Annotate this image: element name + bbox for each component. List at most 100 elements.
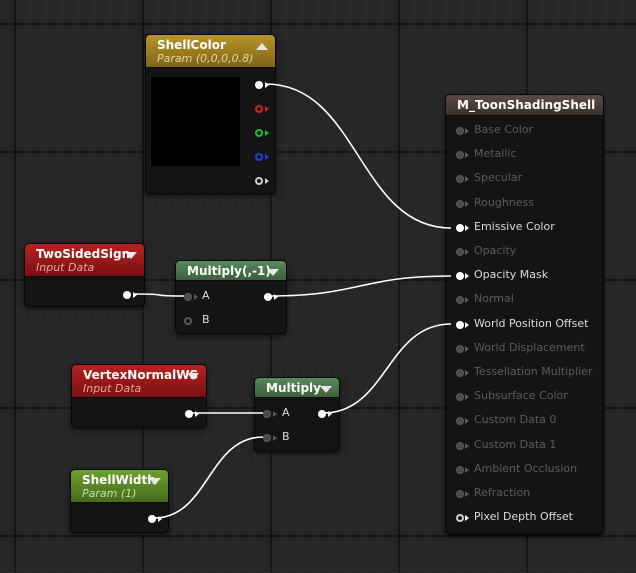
input-b-label: B — [282, 430, 290, 443]
material-input-pin[interactable] — [456, 393, 464, 402]
node-title: VertexNormalWS — [83, 368, 199, 382]
multiply-neg-node[interactable]: Multiply(,-1) A B — [175, 260, 287, 334]
material-input-pin[interactable] — [456, 344, 464, 353]
collapse-arrow-icon[interactable] — [149, 478, 161, 485]
material-input-label: Opacity — [474, 244, 517, 257]
node-subtitle: Input Data — [36, 261, 95, 274]
material-input-label: Ambient Occlusion — [474, 461, 578, 475]
collapse-arrow-icon[interactable] — [187, 373, 199, 380]
pin-arrow-icon — [465, 249, 469, 255]
pin-arrow-icon — [465, 515, 469, 522]
multiply-node[interactable]: Multiply A B — [254, 377, 340, 452]
collapse-arrow-icon[interactable] — [320, 386, 332, 393]
node-subtitle: Param (0,0,0,0.8) — [157, 52, 254, 65]
pin-arrow-icon — [273, 435, 277, 441]
material-input-pin[interactable] — [456, 296, 464, 305]
vertexnormalws-node[interactable]: VertexNormalWS Input Data — [71, 364, 207, 428]
output-pin[interactable] — [185, 410, 193, 418]
pin-arrow-icon — [465, 394, 469, 401]
collapse-arrow-icon[interactable] — [267, 269, 279, 276]
input-b-pin[interactable] — [263, 434, 271, 442]
shellwidth-param-node[interactable]: ShellWidth Param (1) — [70, 469, 169, 533]
vertexnormalws-node-header[interactable]: VertexNormalWS Input Data — [72, 365, 206, 398]
material-input-pin[interactable] — [456, 272, 464, 281]
pin-arrow-icon — [195, 411, 199, 417]
material-input-pin[interactable] — [456, 199, 464, 208]
multiply-node-header[interactable]: Multiply — [255, 378, 339, 398]
alpha-output-pin[interactable] — [255, 177, 263, 185]
material-input-pin[interactable] — [456, 175, 464, 184]
pin-arrow-icon — [465, 200, 469, 207]
multiply-neg-node-header[interactable]: Multiply(,-1) — [176, 261, 286, 281]
material-input-pin[interactable] — [456, 441, 464, 450]
input-b-pin[interactable] — [184, 317, 192, 325]
material-input-pin[interactable] — [456, 248, 464, 256]
material-input-label: World Displacement — [474, 340, 585, 354]
shellcolor-node-header[interactable]: ShellColor Param (0,0,0,0.8) — [146, 35, 275, 68]
input-a-label: A — [202, 289, 210, 302]
node-subtitle: Input Data — [83, 382, 142, 395]
material-input-label: Specular — [474, 171, 523, 185]
red-output-pin[interactable] — [255, 105, 263, 113]
shellwidth-node-header[interactable]: ShellWidth Param (1) — [71, 470, 168, 503]
pin-arrow-icon — [465, 224, 469, 231]
material-input-label: Pixel Depth Offset — [474, 510, 573, 524]
input-b-label: B — [202, 313, 210, 326]
material-input-pin[interactable] — [456, 417, 464, 426]
material-input-label: Custom Data 1 — [474, 437, 557, 451]
material-input-label: World Position Offset — [474, 316, 589, 330]
material-input-label: Tessellation Multiplier — [474, 365, 593, 378]
material-input-label: Metallic — [474, 147, 517, 161]
pin-arrow-icon — [465, 176, 469, 183]
pin-arrow-icon — [465, 418, 469, 425]
material-node-header[interactable]: M_ToonShadingShell — [446, 95, 603, 116]
pin-arrow-icon — [265, 178, 269, 184]
pin-arrow-icon — [465, 128, 469, 134]
collapse-arrow-icon[interactable] — [125, 252, 137, 259]
shellcolor-param-node[interactable]: ShellColor Param (0,0,0,0.8) — [145, 34, 276, 194]
material-input-label: Opacity Mask — [474, 268, 549, 282]
material-input-label: Custom Data 0 — [474, 413, 557, 427]
material-input-pin[interactable] — [456, 465, 464, 474]
material-input-label: Base Color — [474, 123, 534, 136]
blue-output-pin[interactable] — [255, 153, 263, 161]
twosidedsign-node-header[interactable]: TwoSidedSign Input Data — [25, 244, 144, 277]
node-title: Multiply(,-1) — [187, 264, 271, 278]
material-input-pin[interactable] — [456, 127, 464, 135]
material-input-label: Refraction — [474, 486, 531, 499]
material-input-pin[interactable] — [456, 320, 464, 329]
output-pin[interactable] — [123, 291, 131, 299]
pin-arrow-icon — [265, 154, 269, 160]
pin-arrow-icon — [274, 294, 278, 300]
output-pin[interactable] — [318, 410, 326, 418]
collapse-arrow-icon[interactable] — [256, 43, 268, 50]
pin-arrow-icon — [465, 152, 469, 159]
output-pin[interactable] — [148, 515, 156, 523]
pin-arrow-icon — [465, 345, 469, 352]
input-a-pin[interactable] — [263, 410, 271, 418]
pin-arrow-icon — [265, 82, 269, 88]
node-title: TwoSidedSign — [36, 247, 131, 261]
node-title: Multiply — [266, 381, 321, 395]
material-input-label: Roughness — [474, 195, 535, 209]
pin-arrow-icon — [265, 130, 269, 136]
color-swatch — [151, 77, 240, 166]
material-input-pin[interactable] — [456, 151, 464, 160]
material-input-pin[interactable] — [456, 490, 464, 498]
twosidedsign-node[interactable]: TwoSidedSign Input Data — [24, 243, 145, 307]
material-input-pin[interactable] — [456, 514, 464, 523]
input-a-pin[interactable] — [184, 293, 192, 301]
pin-arrow-icon — [194, 294, 198, 300]
pin-arrow-icon — [465, 466, 469, 473]
material-input-label: Subsurface Color — [474, 389, 568, 403]
green-output-pin[interactable] — [255, 129, 263, 137]
material-input-pin[interactable] — [456, 223, 464, 232]
material-input-label: Emissive Color — [474, 219, 555, 233]
pin-arrow-icon — [328, 411, 332, 417]
pin-arrow-icon — [265, 106, 269, 112]
material-input-pin[interactable] — [456, 369, 464, 377]
pin-arrow-icon — [133, 292, 137, 298]
rgba-output-pin[interactable] — [255, 81, 263, 89]
output-pin[interactable] — [264, 293, 272, 301]
